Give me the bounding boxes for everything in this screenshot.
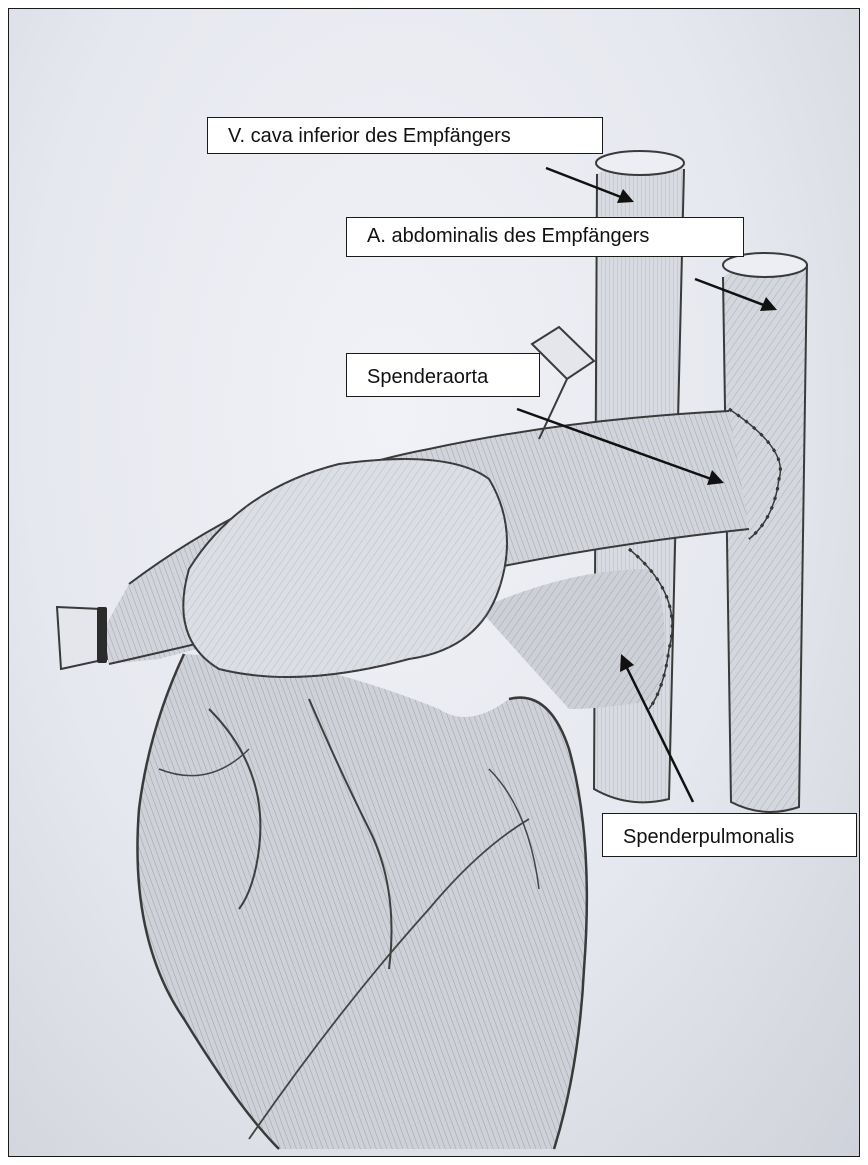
heart-transplant-drawing [9, 9, 859, 1157]
aorta-abdominalis-vessel [723, 253, 807, 812]
pencil-drawing-photo: V. cava inferior des Empfängers A. abdom… [8, 8, 860, 1157]
label-spenderaorta: Spenderaorta [346, 353, 540, 397]
label-vena-cava: V. cava inferior des Empfängers [207, 117, 603, 154]
label-aorta-abdominalis: A. abdominalis des Empfängers [346, 217, 744, 257]
label-spenderpulmonalis: Spenderpulmonalis [602, 813, 857, 857]
donor-pulmonalis-vessel [479, 549, 672, 709]
